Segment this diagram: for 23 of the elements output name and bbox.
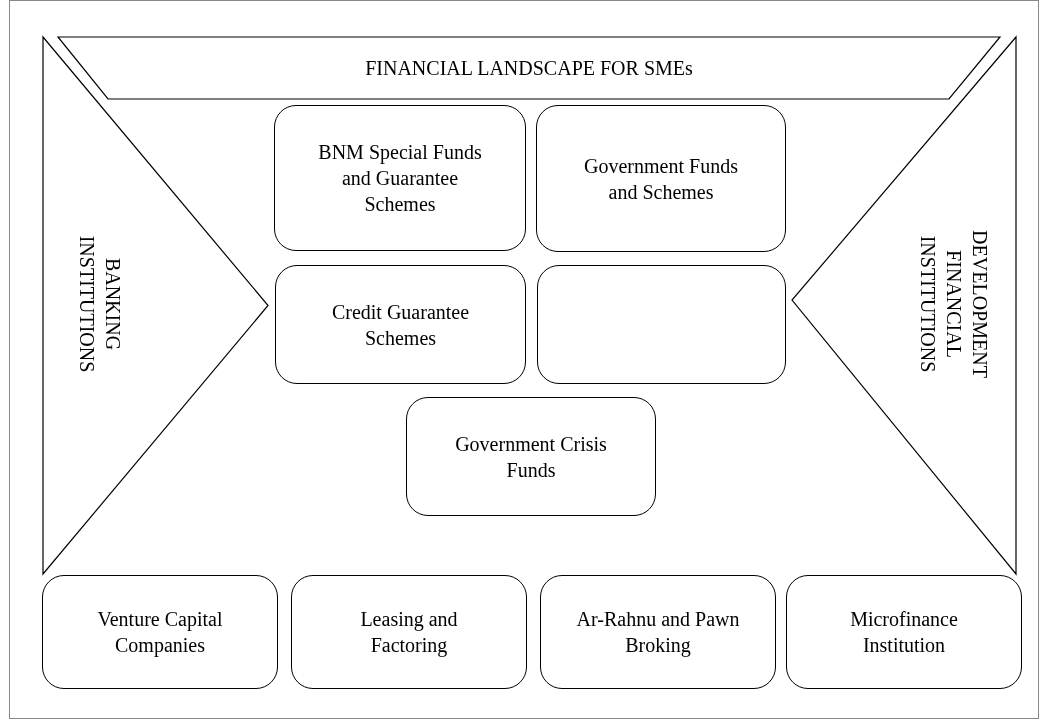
- triangle-panel: [43, 37, 268, 574]
- empty-box: [537, 265, 786, 384]
- rounded-box: [406, 397, 656, 516]
- box-label: Ar-Rahnu and Pawn Broking: [575, 607, 741, 658]
- box-label: Government Funds and Schemes: [583, 153, 739, 205]
- rounded-box: [536, 105, 786, 252]
- rounded-box: [786, 575, 1022, 689]
- trapezoid-banner: [58, 37, 1000, 99]
- box-label: Leasing and Factoring: [359, 607, 459, 658]
- panel-label: DEVELOPMENT FINANCIAL INSTITUTIONS: [916, 228, 992, 380]
- rounded-box: [42, 575, 278, 689]
- rounded-box: [540, 575, 776, 689]
- rounded-box: [291, 575, 527, 689]
- box-label: Venture Capital Companies: [96, 607, 224, 658]
- box-label: Government Crisis Funds: [454, 431, 608, 483]
- rounded-box: [275, 265, 526, 384]
- panel-label: BANKING INSTITUTIONS: [75, 234, 125, 374]
- box-label: Credit Guarantee Schemes: [330, 299, 471, 351]
- banner-title: FINANCIAL LANDSCAPE FOR SMEs: [365, 56, 693, 81]
- triangle-panel: [792, 37, 1016, 574]
- box-label: BNM Special Funds and Guarantee Schemes: [317, 140, 483, 217]
- rounded-box: [274, 105, 526, 251]
- box-label: Microfinance Institution: [849, 607, 959, 658]
